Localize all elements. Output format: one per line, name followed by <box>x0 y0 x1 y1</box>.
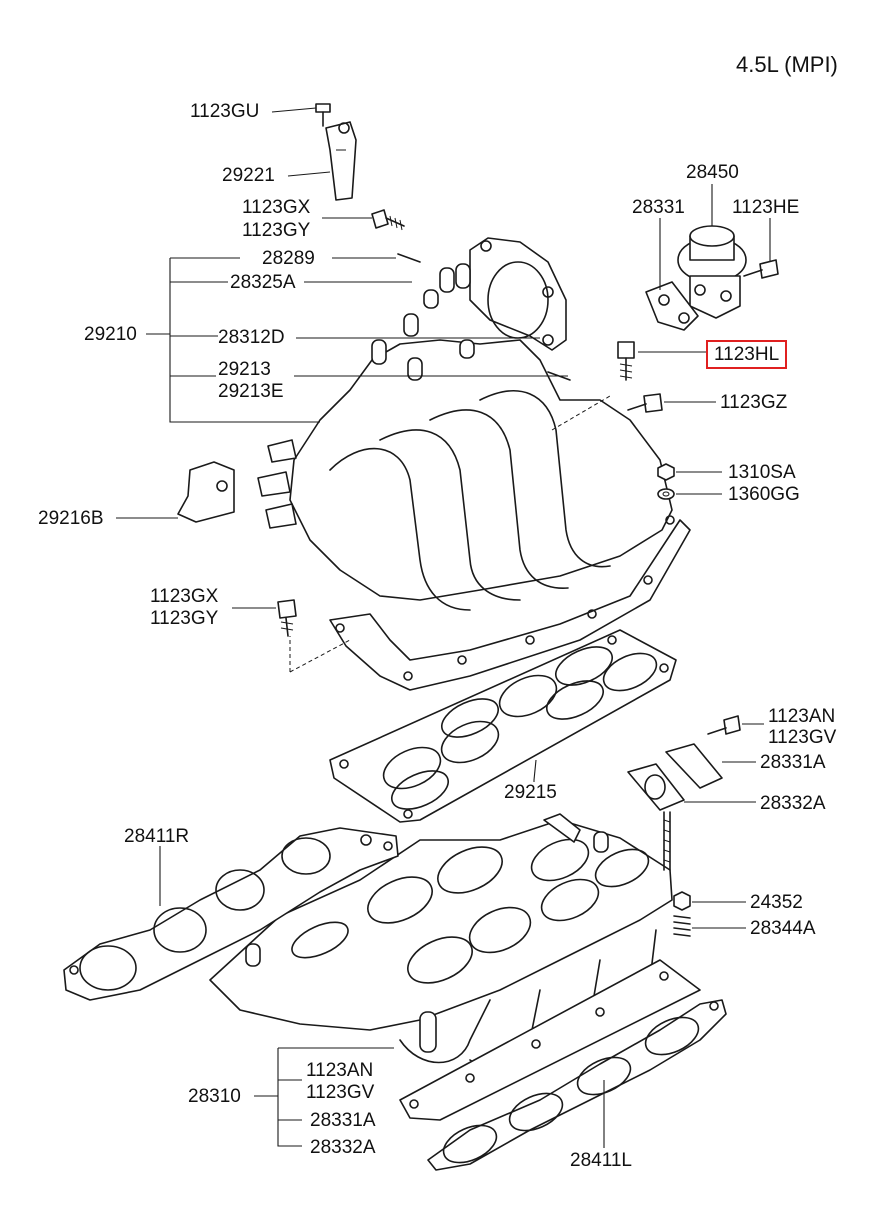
bolt-1123AN-right <box>707 715 741 735</box>
label-29210[interactable]: 29210 <box>84 324 137 345</box>
label-28344A[interactable]: 28344A <box>750 918 816 939</box>
bracket-29216B <box>177 461 235 523</box>
label-29213[interactable]: 29213 <box>218 359 271 380</box>
label-1123GV-lower[interactable]: 1123GV <box>306 1082 375 1103</box>
plate-28331A-right <box>665 743 723 789</box>
label-29213E[interactable]: 29213E <box>218 381 284 402</box>
bolt-1123GU <box>315 103 331 127</box>
label-28289[interactable]: 28289 <box>262 248 315 269</box>
label-28332A-lower[interactable]: 28332A <box>310 1137 376 1158</box>
label-28450[interactable]: 28450 <box>686 162 739 183</box>
nut-1310SA <box>657 463 675 481</box>
label-28331A-lower[interactable]: 28331A <box>310 1110 376 1131</box>
label-1123GY-upper[interactable]: 1123GY <box>242 220 311 241</box>
label-1123GX-upper[interactable]: 1123GX <box>242 197 311 218</box>
gasket-28332A-right <box>627 763 685 811</box>
label-28310[interactable]: 28310 <box>188 1086 241 1107</box>
label-24352[interactable]: 24352 <box>750 892 803 913</box>
label-29215[interactable]: 29215 <box>504 782 557 803</box>
lower-intake-manifold-28310 <box>209 813 701 1121</box>
label-1360GG[interactable]: 1360GG <box>728 484 800 505</box>
gasket-29215 <box>329 629 677 823</box>
label-29221[interactable]: 29221 <box>222 165 275 186</box>
label-28312D[interactable]: 28312D <box>218 327 285 348</box>
bolt-1123HE <box>743 259 779 279</box>
label-1123GX-lower[interactable]: 1123GX <box>150 586 219 607</box>
egr-valve-28450 <box>677 225 747 319</box>
bolt-1123GX-upper <box>371 209 405 231</box>
nut-24352 <box>673 891 691 911</box>
label-1123HL-highlighted[interactable]: 1123HL <box>706 340 788 369</box>
label-1123GY-lower[interactable]: 1123GY <box>150 608 219 629</box>
spring-28344A <box>673 915 691 937</box>
label-1123HE[interactable]: 1123HE <box>732 197 800 218</box>
label-28411R[interactable]: 28411R <box>124 826 190 847</box>
label-28331A-right[interactable]: 28331A <box>760 752 826 773</box>
bolt-1123HL <box>617 341 635 381</box>
label-29216B[interactable]: 29216B <box>38 508 104 529</box>
gasket-28331 <box>645 281 699 331</box>
washer-1360GG <box>657 488 675 500</box>
bracket-29221 <box>325 121 357 201</box>
label-1123AN-right[interactable]: 1123AN <box>768 706 836 727</box>
stud <box>663 811 671 871</box>
diagram-title: 4.5L (MPI) <box>736 52 838 77</box>
upper-intake-manifold-29210 <box>257 237 691 691</box>
label-1310SA[interactable]: 1310SA <box>728 462 796 483</box>
bolt-1123GX-lower <box>277 599 297 637</box>
gasket-28411R <box>63 827 399 1001</box>
label-28332A-right[interactable]: 28332A <box>760 793 826 814</box>
gasket-28411L <box>427 999 727 1171</box>
label-28331[interactable]: 28331 <box>632 197 685 218</box>
label-1123AN-lower[interactable]: 1123AN <box>306 1060 374 1081</box>
label-28411L[interactable]: 28411L <box>570 1150 632 1171</box>
bolt-1123GZ <box>627 393 663 413</box>
label-1123GV-right[interactable]: 1123GV <box>768 727 837 748</box>
label-1123GU[interactable]: 1123GU <box>190 101 260 122</box>
label-1123GZ[interactable]: 1123GZ <box>720 392 788 413</box>
label-28325A[interactable]: 28325A <box>230 272 296 293</box>
